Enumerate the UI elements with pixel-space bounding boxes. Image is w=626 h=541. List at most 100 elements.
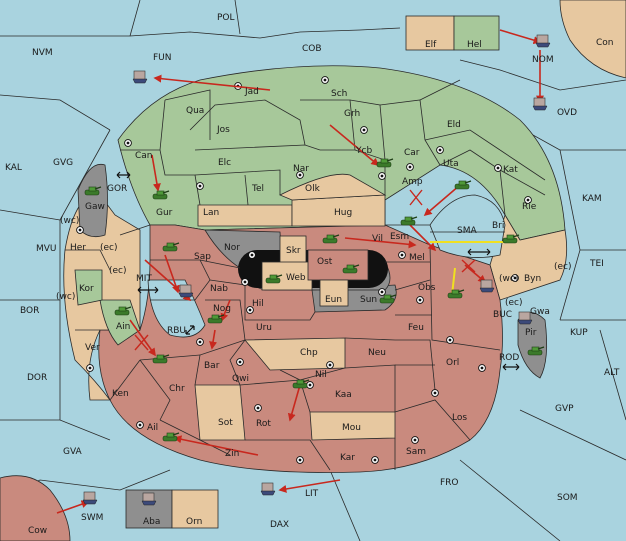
ship-icon	[178, 284, 194, 298]
label-gvg: GVG	[53, 158, 73, 168]
label-rod: ROD	[499, 353, 519, 363]
label-nab: Nab	[210, 284, 228, 294]
label-sap: Sap	[194, 252, 211, 262]
region-orn[interactable]	[171, 489, 219, 529]
label-ver: Ver	[85, 343, 100, 353]
label-bar: Bar	[204, 361, 220, 371]
label-nar: Nar	[293, 164, 309, 174]
label-wc-2: (wc)	[499, 274, 518, 284]
label-nor: Nor	[224, 243, 240, 253]
label-lit: LIT	[305, 489, 319, 499]
label-nil: Nil	[315, 370, 327, 380]
label-tei: TEI	[589, 259, 604, 269]
label-feu: Feu	[408, 323, 424, 333]
label-pol: POL	[217, 13, 235, 23]
label-mvu: MVU	[36, 244, 57, 254]
label-orl: Orl	[446, 358, 459, 368]
label-gaw: Gaw	[85, 202, 105, 212]
label-wc-1: (wc)	[60, 216, 79, 226]
label-orn: Orn	[186, 517, 202, 527]
label-amp: Amp	[402, 177, 423, 187]
label-cob: COB	[302, 44, 322, 54]
label-ec-2: (ec)	[554, 262, 572, 272]
label-byn: Byn	[524, 274, 541, 284]
label-lan: Lan	[203, 208, 219, 218]
region-con[interactable]	[559, 0, 626, 79]
double-arrow-icons	[116, 171, 520, 371]
label-jos: Jos	[216, 125, 230, 135]
label-esm: Esm	[390, 232, 409, 242]
label-elf: Elf	[425, 40, 437, 50]
label-sam: Sam	[406, 447, 426, 457]
label-kal: KAL	[5, 163, 22, 173]
region-olk[interactable]	[279, 173, 387, 201]
label-elc: Elc	[218, 158, 231, 168]
label-sma: SMA	[457, 226, 477, 236]
label-sun: Sun	[360, 295, 377, 305]
label-gvp: GVP	[555, 404, 574, 414]
label-bri: Bri	[492, 221, 504, 231]
label-zin: Zin	[225, 449, 239, 459]
region-hel[interactable]	[453, 15, 500, 51]
label-eld: Eld	[447, 120, 461, 130]
region-gaw[interactable]	[77, 163, 108, 238]
label-kaa: Kaa	[335, 390, 352, 400]
label-ain: Ain	[116, 322, 130, 332]
label-ycb: Ycb	[355, 146, 372, 156]
label-kat: Kat	[503, 165, 518, 175]
label-gwa: Gwa	[530, 307, 550, 317]
region-eun[interactable]	[319, 279, 349, 307]
label-chp: Chp	[300, 348, 318, 358]
label-kar: Kar	[340, 453, 355, 463]
label-ovd: OVD	[557, 108, 577, 118]
label-can: Can	[135, 151, 153, 161]
label-her: Her	[70, 243, 86, 253]
label-ost: Ost	[317, 257, 333, 267]
label-ec-1: (ec)	[100, 243, 118, 253]
label-vil: Vil	[372, 234, 383, 244]
label-con: Con	[596, 38, 614, 48]
label-car: Car	[404, 148, 420, 158]
label-cow: Cow	[28, 526, 47, 536]
label-nvm: NVM	[32, 48, 53, 58]
label-rbu: RBU	[167, 326, 186, 336]
region-cow[interactable]	[0, 475, 71, 541]
region-elf[interactable]	[405, 15, 455, 51]
label-web: Web	[286, 273, 306, 283]
label-mel: Mel	[409, 253, 425, 263]
label-tel: Tel	[251, 184, 264, 194]
label-nom: NOM	[532, 55, 554, 65]
region-ain[interactable]	[99, 299, 141, 346]
label-gur: Gur	[156, 208, 173, 218]
region-pir[interactable]	[517, 312, 548, 379]
label-sch: Sch	[331, 89, 347, 99]
label-kor: Kor	[79, 284, 94, 294]
ship-icon	[82, 491, 98, 505]
region-kor[interactable]	[74, 269, 103, 306]
label-bor: BOR	[20, 306, 39, 316]
label-kam: KAM	[582, 194, 602, 204]
label-eun: Eun	[325, 295, 342, 305]
label-hug: Hug	[334, 208, 352, 218]
label-ec-3: (ec)	[109, 266, 127, 276]
label-ken: Ken	[112, 389, 129, 399]
ship-icon	[479, 279, 495, 293]
order-arrows	[56, 29, 544, 514]
label-neu: Neu	[368, 348, 386, 358]
ship-icon	[132, 70, 148, 84]
label-wc-4: (ec)	[505, 298, 523, 308]
ship-icon	[141, 492, 157, 506]
label-mou: Mou	[342, 423, 361, 433]
label-dor: DOR	[27, 373, 47, 383]
label-swm: SWM	[81, 513, 103, 523]
region-sot[interactable]	[194, 384, 246, 441]
label-qwi: Qwi	[232, 374, 249, 384]
label-fro: FRO	[440, 478, 459, 488]
label-dax: DAX	[270, 520, 289, 530]
label-hel: Hel	[467, 40, 482, 50]
label-rot: Rot	[256, 419, 271, 429]
ship-icon	[260, 482, 276, 496]
label-fun: FUN	[153, 53, 172, 63]
label-aba: Aba	[143, 517, 160, 527]
